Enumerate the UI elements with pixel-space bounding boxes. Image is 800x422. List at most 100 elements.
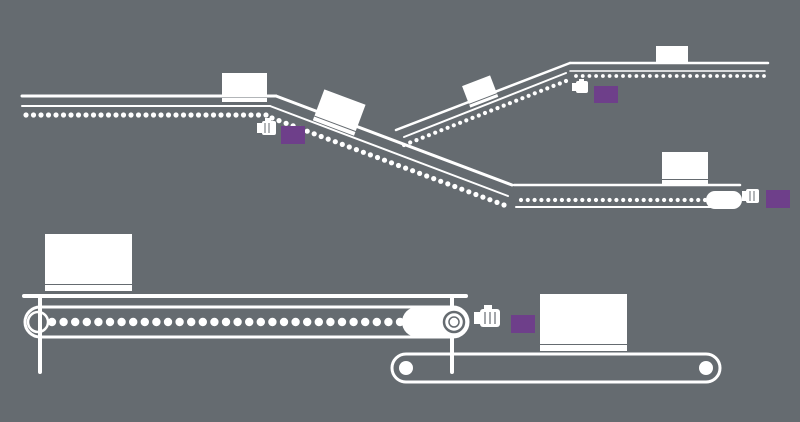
roller-row (518, 197, 708, 203)
roller (374, 154, 381, 161)
roller (268, 317, 277, 327)
roller (346, 144, 352, 150)
roller (573, 197, 578, 203)
roller (381, 157, 388, 163)
roller (696, 197, 701, 203)
roller (83, 112, 89, 118)
roller (401, 142, 407, 148)
roller (627, 197, 633, 203)
roller (59, 317, 68, 327)
roller (367, 152, 373, 158)
roller-conveyor-incline (394, 61, 572, 148)
roller (210, 317, 219, 327)
roller (210, 112, 217, 118)
belt-conveyor-large (22, 294, 470, 374)
roller (621, 74, 625, 78)
roller (325, 136, 331, 142)
drive-motor (742, 189, 759, 203)
roller (661, 74, 666, 78)
roller (580, 197, 585, 203)
roller (117, 317, 126, 327)
roller (634, 197, 640, 203)
roller (180, 112, 187, 118)
roller (668, 74, 672, 78)
roller (452, 183, 458, 190)
roller (314, 317, 323, 327)
roller (225, 112, 232, 118)
roller (762, 74, 766, 78)
roller (458, 120, 463, 125)
roller (45, 112, 52, 118)
roller (695, 74, 699, 78)
roller (721, 74, 726, 78)
roller (445, 181, 451, 187)
roller (245, 317, 254, 327)
roller (395, 162, 402, 169)
roller (466, 189, 472, 195)
roller (601, 74, 605, 78)
roller (98, 112, 104, 118)
roller (426, 133, 431, 138)
roller (566, 197, 571, 203)
roller (476, 113, 481, 118)
roller (326, 317, 335, 327)
roller (337, 317, 347, 327)
roller (614, 74, 619, 78)
roller (473, 191, 479, 198)
control-box (594, 86, 618, 103)
roller (526, 93, 531, 98)
roller (303, 317, 312, 327)
roller (532, 197, 537, 203)
roller (600, 197, 605, 203)
roller (464, 118, 469, 123)
roller (255, 112, 262, 118)
roller (311, 131, 317, 137)
roller (60, 112, 67, 118)
roller (501, 202, 507, 208)
roller (551, 83, 556, 88)
roller (470, 115, 475, 120)
roller (233, 317, 242, 327)
roller (221, 317, 231, 327)
roller (30, 112, 37, 118)
roller (395, 317, 405, 327)
roller (445, 125, 450, 130)
roller (574, 74, 578, 78)
roller (120, 112, 127, 118)
roller (75, 112, 82, 118)
roller (487, 197, 493, 203)
roller (187, 317, 196, 327)
roller (403, 165, 409, 171)
roller (360, 149, 366, 155)
roller (507, 101, 512, 106)
roller (634, 74, 639, 78)
roller (735, 74, 739, 78)
roller (283, 120, 289, 126)
load-box (462, 75, 499, 108)
roller (195, 112, 202, 118)
roller (438, 178, 444, 184)
roller (553, 197, 558, 203)
roller (420, 135, 425, 140)
roller (433, 130, 438, 135)
roller (641, 74, 645, 78)
roller (218, 112, 224, 118)
roller (140, 317, 149, 327)
roller-row (269, 115, 507, 208)
roller (514, 98, 519, 103)
roller (256, 317, 265, 327)
roller (662, 197, 667, 203)
roller (614, 197, 619, 203)
roller (641, 197, 646, 203)
roller (728, 74, 733, 78)
roller (163, 317, 173, 327)
roller (173, 112, 179, 118)
roller (532, 91, 537, 96)
roller (105, 112, 112, 118)
roller (276, 118, 282, 124)
roller-row (401, 78, 569, 148)
roller (94, 317, 103, 327)
drive-motor (474, 305, 500, 327)
load-box (222, 73, 267, 102)
roller (480, 194, 486, 200)
